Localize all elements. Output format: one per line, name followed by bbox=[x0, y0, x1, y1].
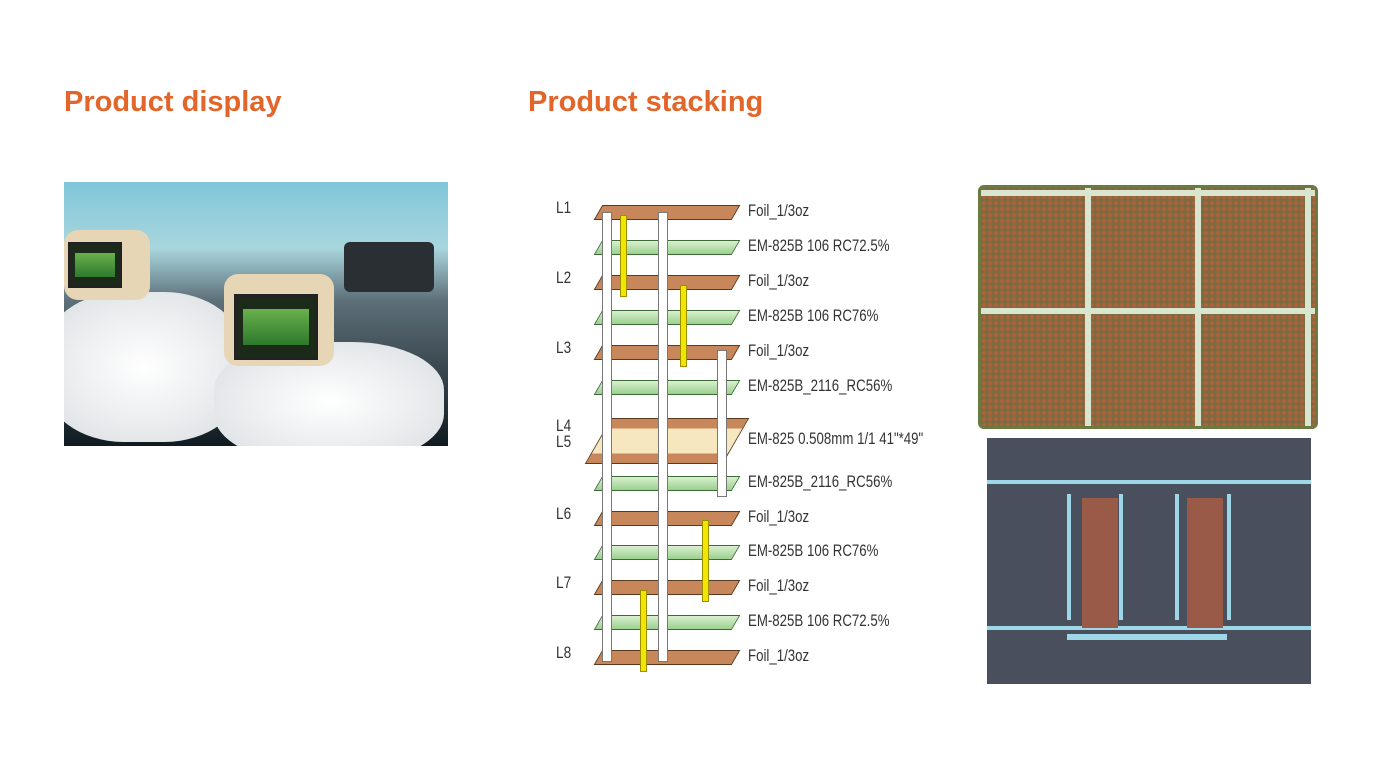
layer-material-label: EM-825B 106 RC72.5% bbox=[748, 236, 890, 255]
microvia bbox=[640, 590, 647, 672]
product-stacking-heading: Product stacking bbox=[528, 86, 764, 118]
dashboard-console bbox=[344, 242, 434, 292]
microvia bbox=[680, 285, 687, 367]
layer-material-label: Foil_1/3oz bbox=[748, 201, 810, 220]
layer-material-label: EM-825B 106 RC72.5% bbox=[748, 611, 890, 630]
layer-material-label: Foil_1/3oz bbox=[748, 507, 810, 526]
layer-material-label: Foil_1/3oz bbox=[748, 576, 810, 595]
through-via bbox=[717, 350, 727, 497]
layer-number-label: L3 bbox=[556, 338, 572, 357]
layer-material-label: Foil_1/3oz bbox=[748, 646, 810, 665]
layer-material-label: Foil_1/3oz bbox=[748, 271, 810, 290]
layer-material-label: EM-825B 106 RC76% bbox=[748, 541, 879, 560]
layer-number-label: L2 bbox=[556, 268, 572, 287]
layer-material-label: EM-825 0.508mm 1/1 41"*49" bbox=[748, 429, 924, 448]
layer-number-label: L4 L5 bbox=[556, 416, 572, 451]
layer-number-label: L7 bbox=[556, 573, 572, 592]
headrest-screen-right bbox=[234, 294, 318, 360]
microvia bbox=[620, 215, 627, 297]
through-via bbox=[658, 212, 668, 662]
layer-material-label: EM-825B_2116_RC56% bbox=[748, 472, 893, 491]
layer-number-label: L6 bbox=[556, 504, 572, 523]
layer-material-label: EM-825B 106 RC76% bbox=[748, 306, 879, 325]
layer-material-label: Foil_1/3oz bbox=[748, 341, 810, 360]
pcb-cross-section-photo bbox=[987, 438, 1311, 684]
through-via bbox=[602, 212, 612, 662]
layer-number-label: L1 bbox=[556, 198, 572, 217]
layer-number-label: L8 bbox=[556, 643, 572, 662]
product-display-heading: Product display bbox=[64, 86, 282, 118]
pcb-panel-photo bbox=[978, 185, 1318, 429]
layer-material-label: EM-825B_2116_RC56% bbox=[748, 376, 893, 395]
microvia bbox=[702, 520, 709, 602]
headrest-screen-left bbox=[68, 242, 122, 288]
car-headrest-display-photo bbox=[64, 182, 448, 446]
